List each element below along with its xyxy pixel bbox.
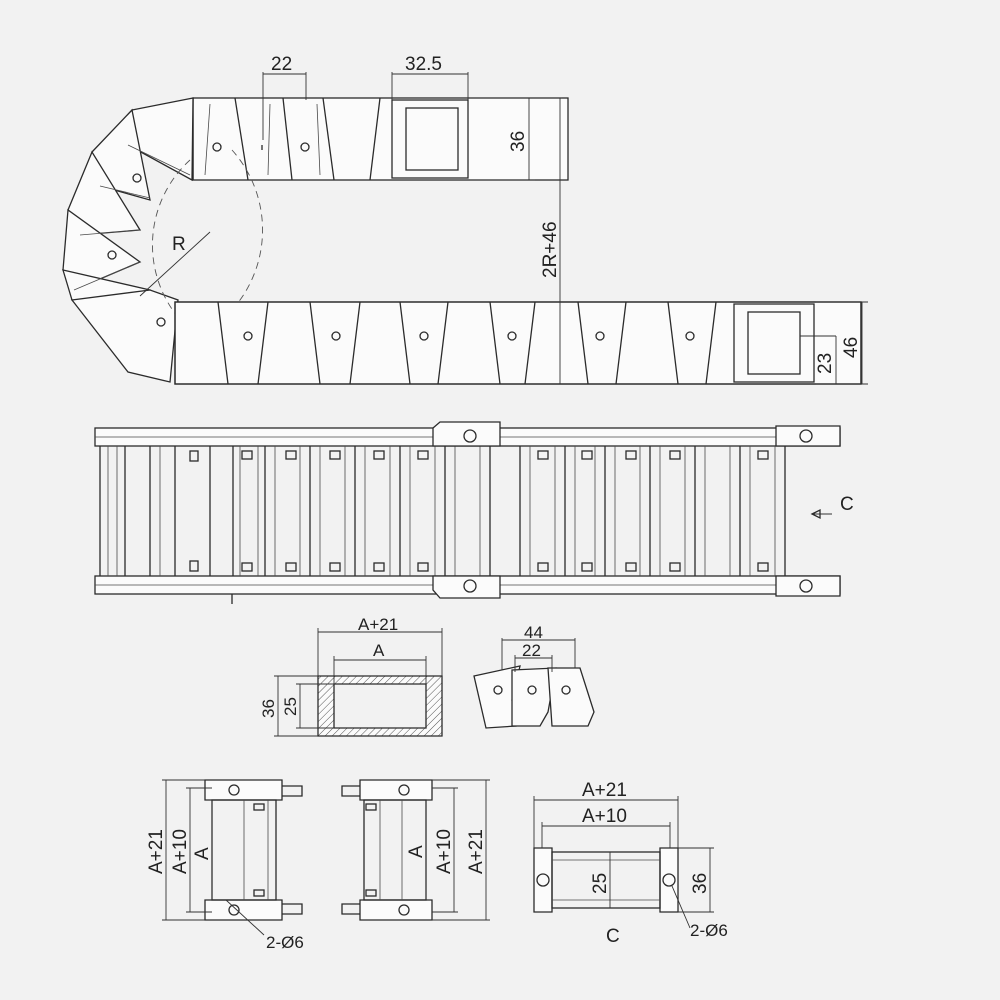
dim-opening-width: 32.5 — [405, 54, 442, 75]
end-height: 36 — [690, 873, 711, 894]
section-inner-width: A — [373, 641, 385, 660]
link-detail: 44 22 — [473, 623, 595, 729]
dim-total-height: 2R+46 — [540, 221, 561, 278]
right-inner-dim: A — [406, 845, 427, 858]
section-height: 36 — [259, 699, 278, 718]
lower-links — [174, 301, 862, 385]
right-outer-dim: A+21 — [466, 829, 487, 874]
bracket-view-right: A A+10 A+21 — [341, 779, 490, 921]
dim-pitch: 22 — [271, 54, 292, 75]
right-mid-dim: A+10 — [434, 829, 455, 874]
cross-section: A+21 A 36 25 — [259, 615, 443, 737]
section-outer-width: A+21 — [358, 615, 398, 634]
section-inner-height: 25 — [281, 697, 300, 716]
upper-links — [192, 97, 569, 181]
side-dimensions: 22 32.5 36 2R+46 R 46 23 — [139, 54, 868, 385]
dim-opening-height: 23 — [815, 353, 836, 374]
dim-upper-height: 36 — [508, 131, 529, 152]
plan-crossbars — [99, 446, 786, 576]
left-outer-dim: A+21 — [146, 829, 167, 874]
detail-outer: 44 — [524, 623, 543, 642]
end-holes-label: 2-Ø6 — [690, 921, 728, 940]
dim-link-height: 46 — [841, 337, 862, 358]
end-outer-width: A+21 — [582, 780, 627, 801]
dim-radius: R — [172, 234, 186, 255]
bend-links — [62, 97, 264, 383]
side-view: 22 32.5 36 2R+46 R 46 23 — [62, 54, 868, 385]
left-inner-dim: A — [192, 847, 213, 860]
end-view-label: C — [606, 926, 620, 947]
bracket-view-left: A+21 A+10 A 2-Ø6 — [146, 779, 304, 952]
plan-view: C — [94, 421, 854, 604]
plan-view-label: C — [840, 494, 854, 515]
left-holes-label: 2-Ø6 — [266, 933, 304, 952]
left-mid-dim: A+10 — [170, 829, 191, 874]
end-view: A+21 A+10 25 36 2-Ø6 C — [533, 780, 728, 947]
detail-pitch: 22 — [522, 641, 541, 660]
end-inner-height: 25 — [590, 873, 611, 894]
end-mid-width: A+10 — [582, 806, 627, 827]
